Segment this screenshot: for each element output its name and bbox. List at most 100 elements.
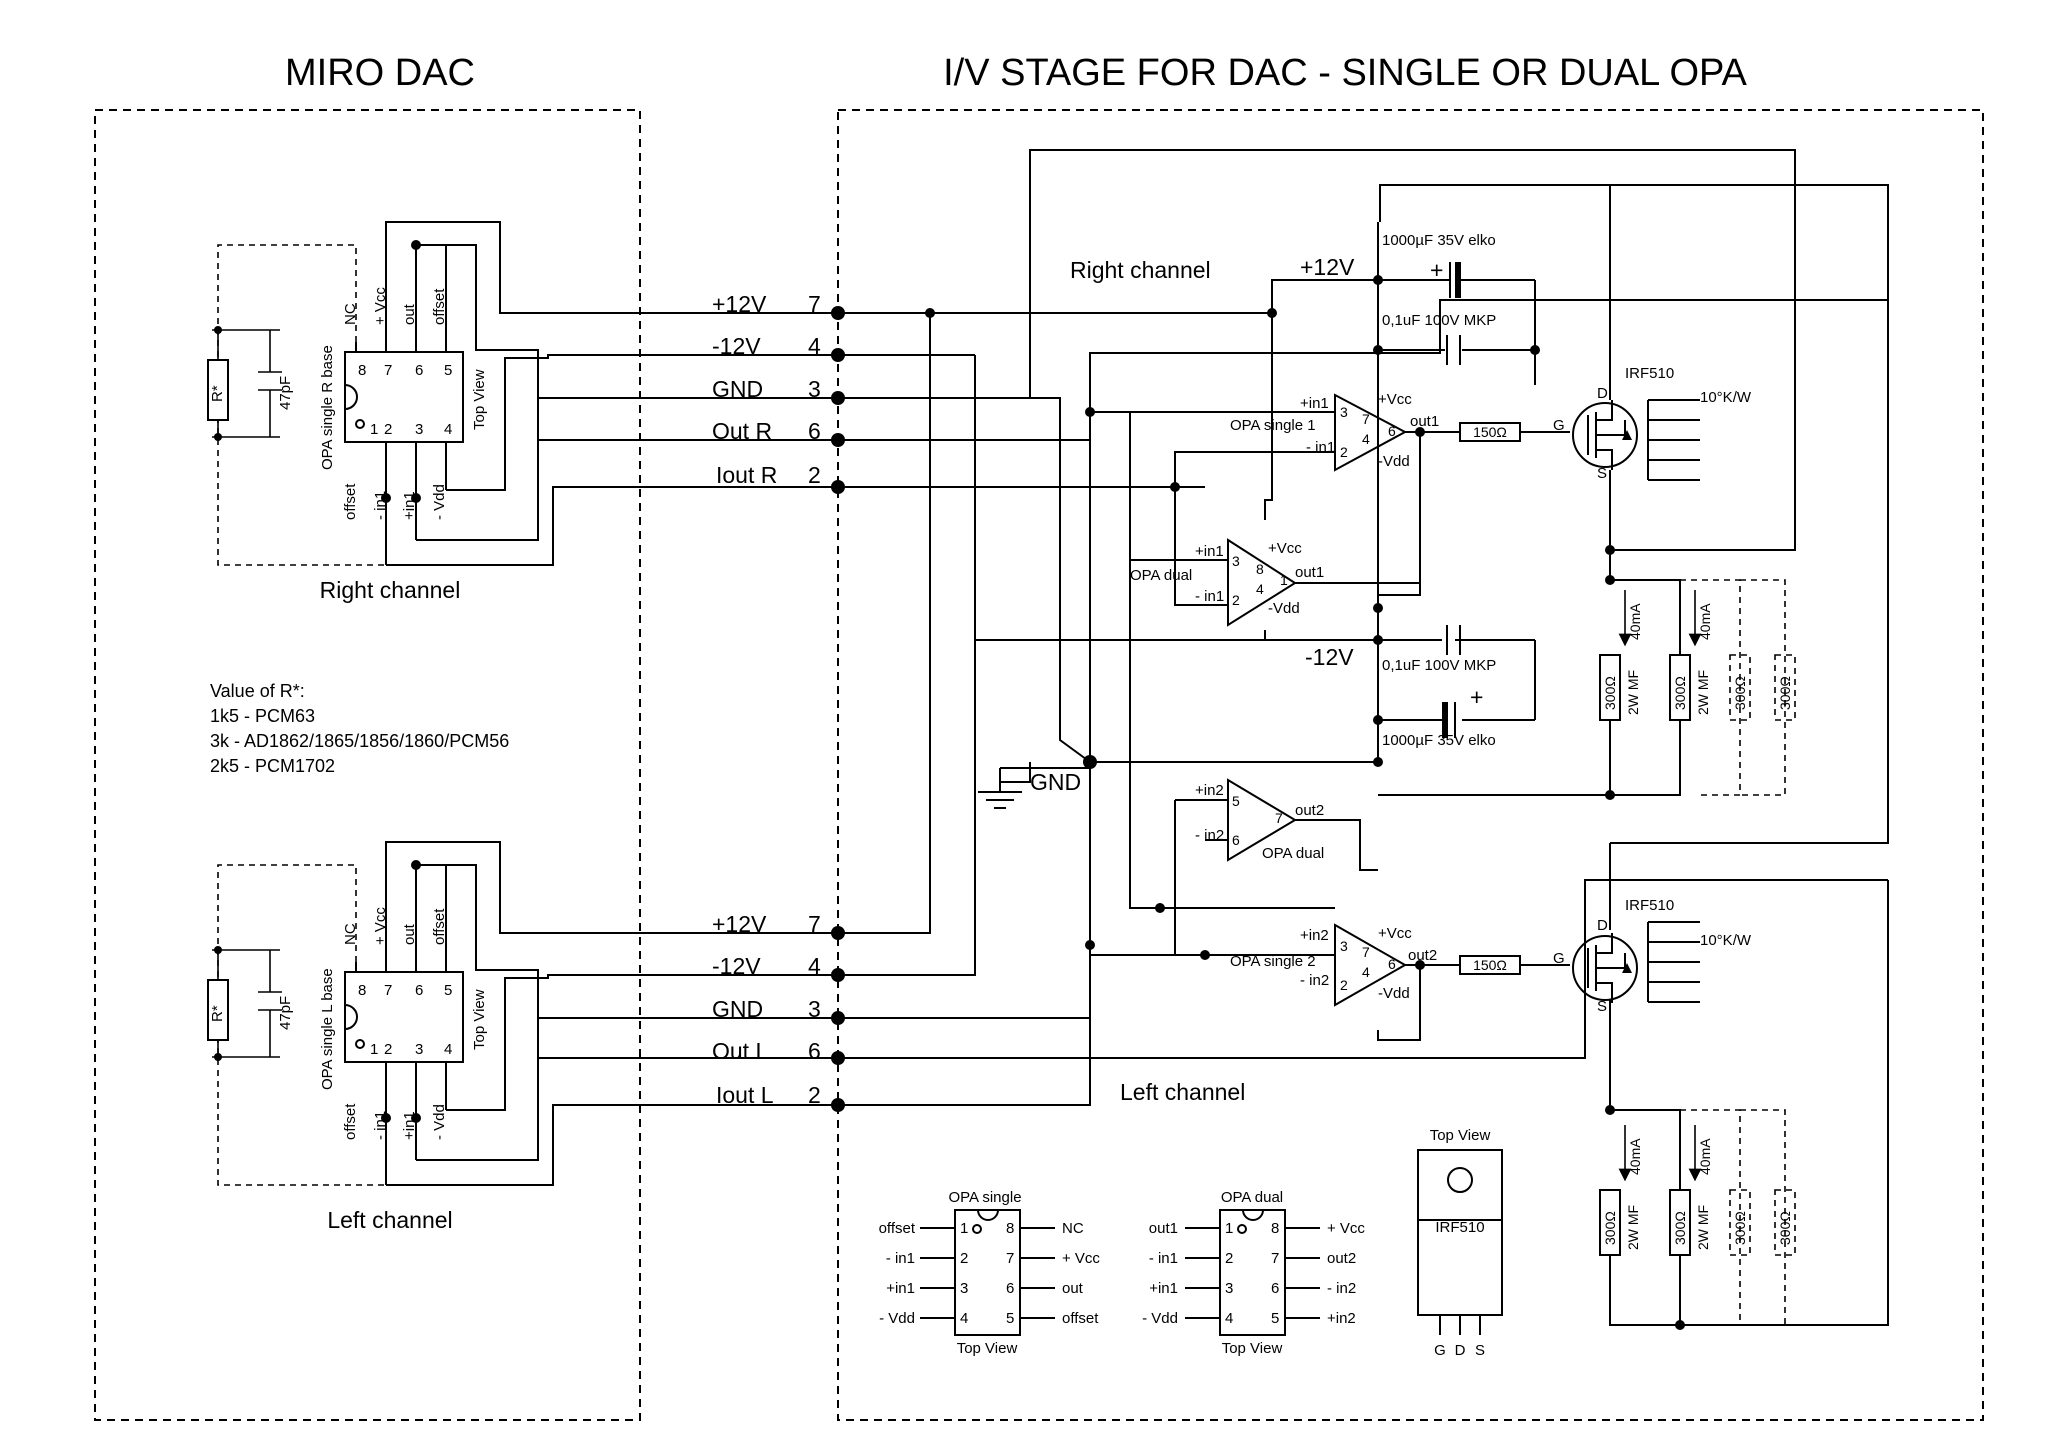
svg-text:2: 2 bbox=[384, 1041, 392, 1058]
legend-irf510: Top View IRF510 G D S bbox=[1417, 1127, 1503, 1359]
mkp-top: 0,1uF 100V MKP bbox=[1382, 312, 1496, 329]
svg-text:out1: out1 bbox=[1295, 564, 1324, 581]
svg-text:+Vcc: +Vcc bbox=[1378, 925, 1412, 942]
svg-text:1: 1 bbox=[1280, 572, 1288, 588]
svg-text:300Ω: 300Ω bbox=[1602, 1211, 1618, 1245]
svg-text:7: 7 bbox=[808, 911, 821, 937]
mosfet-2: IRF510 G D S bbox=[1553, 897, 1674, 1015]
svg-text:Iout L: Iout L bbox=[716, 1082, 774, 1108]
svg-text:300Ω: 300Ω bbox=[1732, 676, 1748, 710]
svg-text:out1: out1 bbox=[1149, 1220, 1178, 1237]
miro-dac-box bbox=[94, 109, 641, 1421]
svg-text:+in1: +in1 bbox=[886, 1280, 915, 1297]
svg-text:2: 2 bbox=[384, 421, 392, 438]
svg-text:OPA single: OPA single bbox=[948, 1189, 1021, 1206]
mkp-bottom: 0,1uF 100V MKP bbox=[1382, 657, 1496, 674]
svg-text:NC: NC bbox=[342, 923, 359, 945]
svg-text:Iout R: Iout R bbox=[716, 462, 777, 488]
svg-text:8: 8 bbox=[1271, 1220, 1279, 1237]
svg-text:+Vcc: +Vcc bbox=[1378, 391, 1412, 408]
dac-rc-right: R* 47pF bbox=[207, 244, 386, 566]
svg-text:- in1: - in1 bbox=[1195, 588, 1224, 605]
svg-text:6: 6 bbox=[415, 362, 423, 379]
svg-text:- in1: - in1 bbox=[886, 1250, 915, 1267]
svg-text:IRF510: IRF510 bbox=[1625, 365, 1674, 382]
svg-text:+in2: +in2 bbox=[1195, 782, 1224, 799]
cap-elko-bottom: + bbox=[1442, 684, 1483, 738]
svg-text:- Vdd: - Vdd bbox=[1142, 1310, 1178, 1327]
svg-text:150Ω: 150Ω bbox=[1473, 424, 1507, 440]
connector-right: +12V 7 -12V 4 GND 3 Out R 6 Iout R 2 bbox=[712, 291, 845, 494]
cap-mkp-top bbox=[1446, 335, 1461, 365]
svg-text:NC: NC bbox=[1062, 1220, 1084, 1237]
stage-right-channel: Right channel bbox=[1070, 257, 1211, 283]
svg-text:7: 7 bbox=[1006, 1250, 1014, 1267]
svg-text:6: 6 bbox=[1232, 832, 1240, 848]
svg-text:-12V: -12V bbox=[712, 953, 761, 979]
svg-text:300Ω: 300Ω bbox=[1777, 676, 1793, 710]
svg-text:3: 3 bbox=[1232, 553, 1240, 569]
svg-text:+ Vcc: + Vcc bbox=[372, 287, 389, 325]
svg-text:2W MF: 2W MF bbox=[1625, 670, 1641, 715]
svg-text:300Ω: 300Ω bbox=[1777, 1211, 1793, 1245]
svg-text:NC: NC bbox=[342, 303, 359, 325]
title-iv-stage: I/V STAGE FOR DAC - SINGLE OR DUAL OPA bbox=[943, 52, 1747, 94]
svg-text:7: 7 bbox=[384, 982, 392, 999]
svg-text:OPA dual: OPA dual bbox=[1262, 845, 1324, 862]
svg-text:6: 6 bbox=[415, 982, 423, 999]
legend-opa-dual: OPA dual 1 2 3 4 8 7 6 5 out1 - in1 +in1… bbox=[1142, 1189, 1365, 1357]
svg-text:- in2: - in2 bbox=[1195, 827, 1224, 844]
dac-top-view-l: Top View bbox=[471, 989, 488, 1050]
svg-text:4: 4 bbox=[444, 1041, 452, 1058]
svg-text:+ Vcc: + Vcc bbox=[1062, 1250, 1100, 1267]
svg-text:4: 4 bbox=[808, 333, 821, 359]
svg-text:- Vdd: - Vdd bbox=[431, 484, 448, 520]
svg-text:+ Vcc: + Vcc bbox=[1327, 1220, 1365, 1237]
svg-text:1: 1 bbox=[1225, 1220, 1233, 1237]
resistor-150-2: 150Ω bbox=[1459, 955, 1521, 975]
svg-text:- Vdd: - Vdd bbox=[879, 1310, 915, 1327]
svg-text:150Ω: 150Ω bbox=[1473, 957, 1507, 973]
mosfet-1: IRF510 G D S bbox=[1553, 365, 1674, 482]
svg-text:10°K/W: 10°K/W bbox=[1700, 932, 1752, 949]
svg-text:D: D bbox=[1455, 1342, 1466, 1359]
svg-text:out: out bbox=[401, 303, 418, 325]
svg-text:3: 3 bbox=[1340, 938, 1348, 954]
svg-text:- in2: - in2 bbox=[1300, 972, 1329, 989]
svg-text:6: 6 bbox=[1271, 1280, 1279, 1297]
svg-text:4: 4 bbox=[1362, 964, 1370, 980]
svg-text:+in2: +in2 bbox=[1327, 1310, 1356, 1327]
svg-text:1: 1 bbox=[370, 421, 378, 438]
svg-text:6: 6 bbox=[1006, 1280, 1014, 1297]
rvalue-line-3: 2k5 - PCM1702 bbox=[210, 756, 335, 776]
svg-text:2W MF: 2W MF bbox=[1625, 1205, 1641, 1250]
svg-text:6: 6 bbox=[1388, 956, 1396, 972]
stage-plus12: +12V bbox=[1300, 254, 1355, 280]
svg-text:7: 7 bbox=[1271, 1250, 1279, 1267]
svg-text:- in1: - in1 bbox=[1306, 439, 1335, 456]
svg-text:300Ω: 300Ω bbox=[1602, 676, 1618, 710]
rvalue-line-2: 3k - AD1862/1865/1856/1860/PCM56 bbox=[210, 731, 509, 751]
svg-text:3: 3 bbox=[415, 1041, 423, 1058]
svg-text:+: + bbox=[1470, 684, 1483, 710]
svg-text:5: 5 bbox=[1232, 793, 1240, 809]
svg-text:GND: GND bbox=[712, 996, 763, 1022]
svg-text:40mA: 40mA bbox=[1627, 603, 1643, 640]
svg-text:-12V: -12V bbox=[712, 333, 761, 359]
svg-text:OPA single 2: OPA single 2 bbox=[1230, 953, 1316, 970]
svg-text:7: 7 bbox=[808, 291, 821, 317]
svg-text:5: 5 bbox=[444, 982, 452, 999]
svg-text:Top View: Top View bbox=[957, 1340, 1018, 1357]
svg-text:OPA single 1: OPA single 1 bbox=[1230, 417, 1316, 434]
svg-text:2W MF: 2W MF bbox=[1695, 670, 1711, 715]
svg-text:3: 3 bbox=[960, 1280, 968, 1297]
svg-text:4: 4 bbox=[808, 953, 821, 979]
cap-elko-top: + bbox=[1430, 257, 1461, 298]
legend-opa-single: OPA single 1 2 3 4 8 7 6 5 offset - in1 … bbox=[879, 1189, 1101, 1357]
dac-rc-left: R* 47pF bbox=[207, 864, 386, 1186]
svg-text:S: S bbox=[1597, 465, 1607, 482]
svg-text:S: S bbox=[1597, 998, 1607, 1015]
svg-text:D: D bbox=[1597, 917, 1608, 934]
dac-top-view-r: Top View bbox=[471, 369, 488, 430]
svg-text:1: 1 bbox=[960, 1220, 968, 1237]
